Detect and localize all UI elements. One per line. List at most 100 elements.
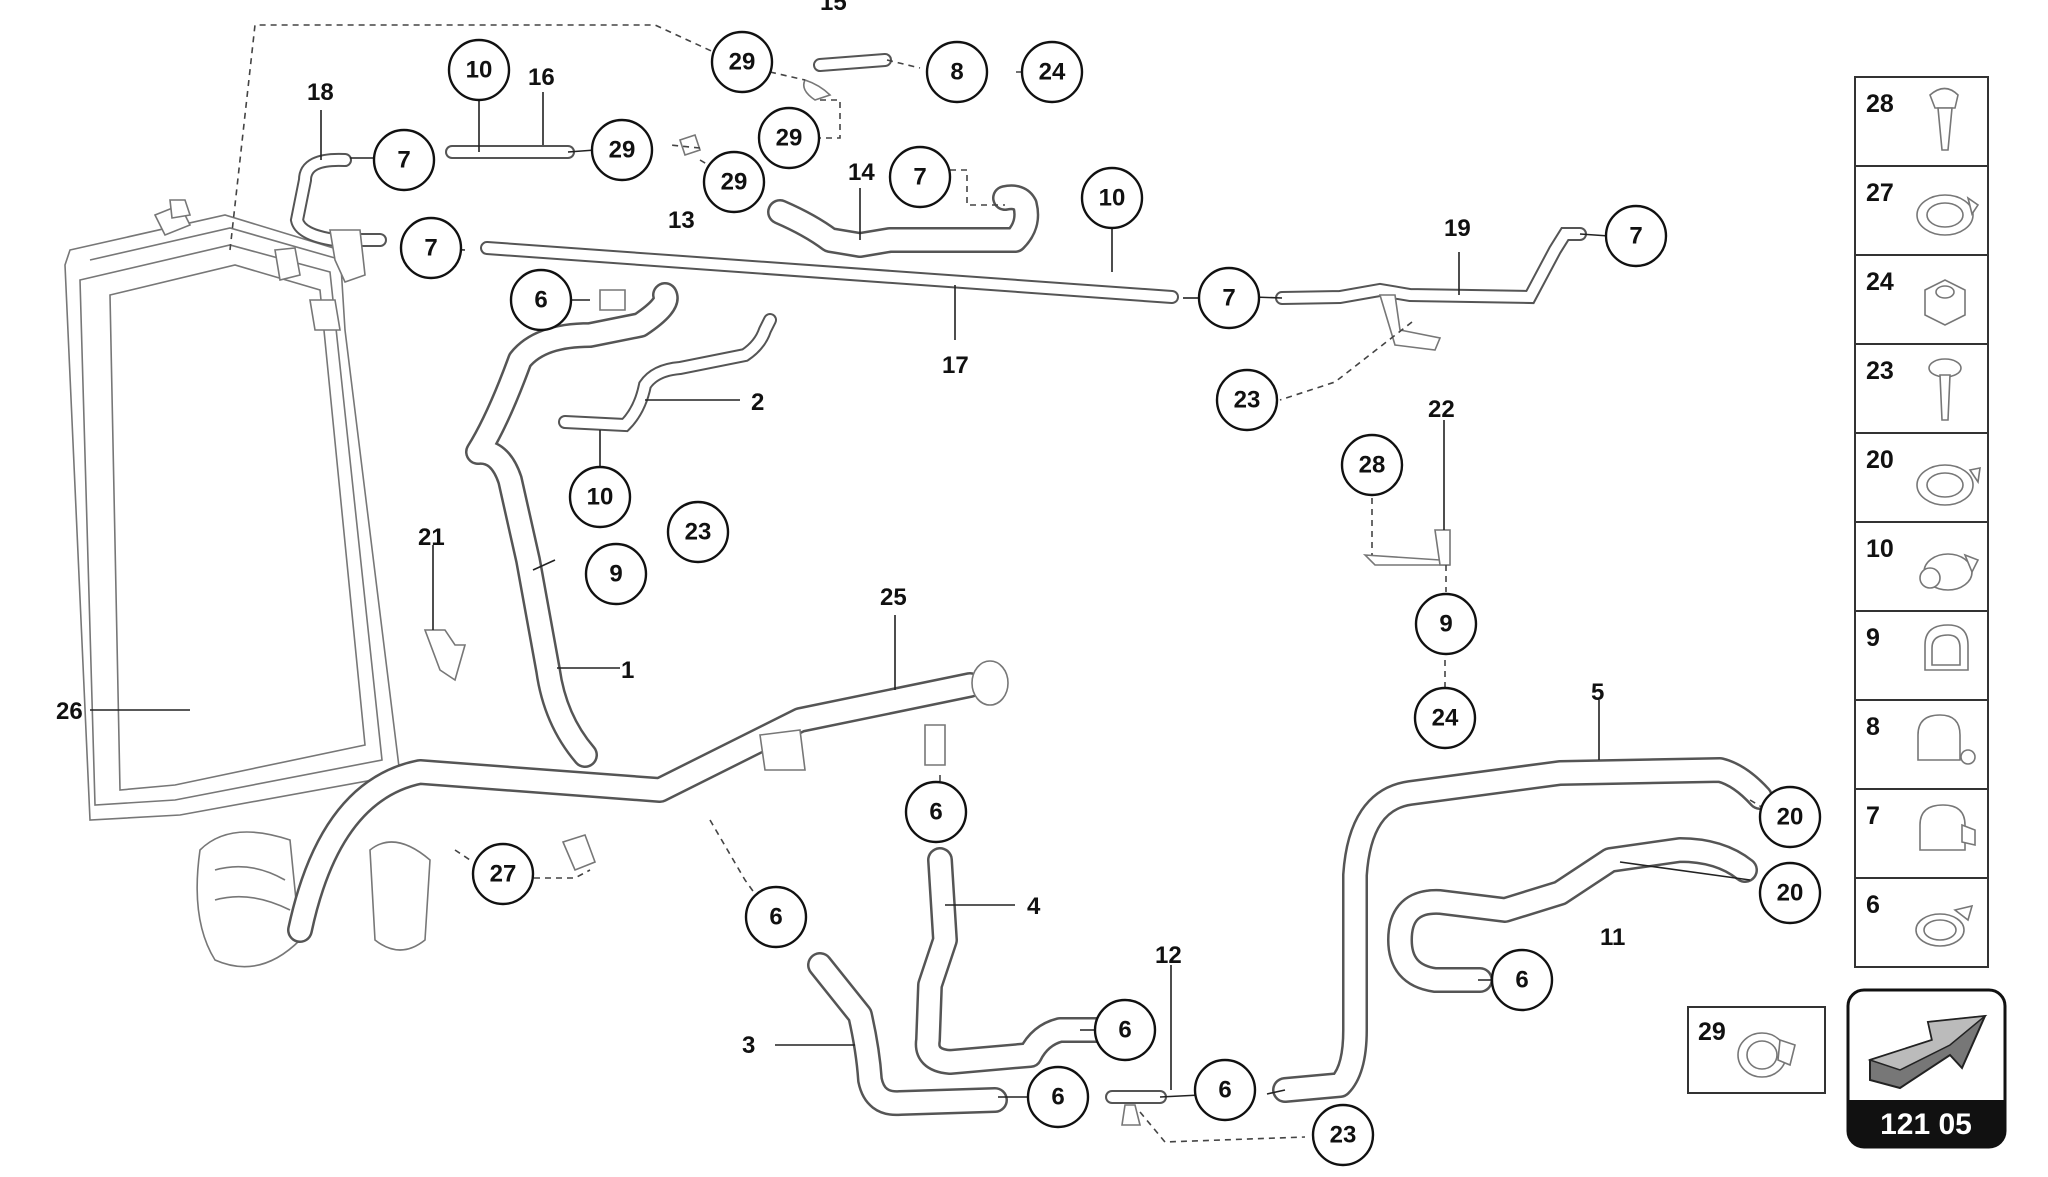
callout-20-a[interactable]: 20 xyxy=(1758,785,1822,849)
svg-text:6: 6 xyxy=(769,904,782,931)
radiator xyxy=(64,199,431,968)
hose-1 xyxy=(465,282,679,768)
svg-text:10: 10 xyxy=(1099,185,1126,212)
callout-29-top[interactable]: 29 xyxy=(710,30,774,94)
clamp-15 xyxy=(802,53,892,101)
callout-6-d[interactable]: 6 xyxy=(1490,948,1554,1012)
legend-item-20[interactable]: 20 xyxy=(1854,432,1989,523)
svg-text:10: 10 xyxy=(1866,535,1894,563)
svg-text:29: 29 xyxy=(1698,1018,1726,1046)
legend-item-23[interactable]: 23 xyxy=(1854,343,1989,434)
hose-14 xyxy=(767,184,1040,258)
callout-23-b[interactable]: 23 xyxy=(666,500,730,564)
callout-7-c[interactable]: 7 xyxy=(399,216,463,280)
callout-29-c[interactable]: 29 xyxy=(757,106,821,170)
label-11: 11 xyxy=(1600,924,1625,951)
callout-8[interactable]: 8 xyxy=(925,40,989,104)
label-13: 13 xyxy=(668,207,695,234)
page-nav-badge[interactable]: 121 05 xyxy=(1846,988,2007,1149)
callout-9-b[interactable]: 9 xyxy=(1414,592,1478,656)
hose-5 xyxy=(1272,757,1773,1103)
legend: 28 27 24 23 20 xyxy=(1687,76,1989,1094)
svg-text:6: 6 xyxy=(1218,1077,1231,1104)
callout-6-c[interactable]: 6 xyxy=(744,885,808,949)
hose-25 xyxy=(287,660,1009,943)
label-5: 5 xyxy=(1591,679,1604,706)
label-14: 14 xyxy=(848,159,875,186)
pipe-17 xyxy=(480,241,1179,304)
label-12: 12 xyxy=(1155,942,1182,969)
svg-text:6: 6 xyxy=(1051,1084,1064,1111)
svg-text:29: 29 xyxy=(609,137,636,164)
svg-text:6: 6 xyxy=(1866,891,1880,919)
svg-text:6: 6 xyxy=(929,799,942,826)
label-19: 19 xyxy=(1444,215,1471,242)
legend-item-7[interactable]: 7 xyxy=(1854,788,1989,879)
label-22: 22 xyxy=(1428,396,1455,423)
svg-text:7: 7 xyxy=(1222,285,1235,312)
label-1: 1 xyxy=(621,657,634,684)
callout-29-b[interactable]: 29 xyxy=(590,118,654,182)
svg-text:7: 7 xyxy=(424,235,437,262)
svg-text:24: 24 xyxy=(1432,705,1459,732)
svg-text:7: 7 xyxy=(913,164,926,191)
callout-23-c[interactable]: 23 xyxy=(1311,1103,1375,1167)
svg-text:8: 8 xyxy=(1866,713,1880,741)
page-code-band xyxy=(1848,1100,2005,1147)
callout-24-top[interactable]: 24 xyxy=(1020,40,1084,104)
callout-7-a[interactable]: 7 xyxy=(372,128,436,192)
callout-10-top[interactable]: 10 xyxy=(447,38,511,102)
part-labels: 15 16 18 13 14 17 19 2 22 21 1 25 26 5 4… xyxy=(56,0,1625,1059)
bracket-21 xyxy=(423,629,467,682)
callout-9-a[interactable]: 9 xyxy=(584,542,648,606)
legend-item-27[interactable]: 27 xyxy=(1854,165,1989,256)
callout-28[interactable]: 28 xyxy=(1340,433,1404,497)
svg-text:29: 29 xyxy=(729,49,756,76)
svg-text:23: 23 xyxy=(1330,1122,1357,1149)
hose-2 xyxy=(558,313,777,433)
legend-item-28[interactable]: 28 xyxy=(1854,76,1989,167)
callout-7-b[interactable]: 7 xyxy=(888,145,952,209)
callout-6-b[interactable]: 6 xyxy=(904,780,968,844)
svg-text:23: 23 xyxy=(1234,387,1261,414)
clamp-27 xyxy=(561,834,597,872)
svg-text:10: 10 xyxy=(587,484,614,511)
pipe-18 xyxy=(289,152,387,283)
svg-text:9: 9 xyxy=(1439,611,1452,638)
legend-item-6[interactable]: 6 xyxy=(1854,877,1989,968)
callout-7-d[interactable]: 7 xyxy=(1197,266,1261,330)
callout-6-g[interactable]: 6 xyxy=(1193,1058,1257,1122)
callout-20-b[interactable]: 20 xyxy=(1758,861,1822,925)
hose-4 xyxy=(914,847,1123,1075)
callout-10-b[interactable]: 10 xyxy=(1080,166,1144,230)
callout-6-f[interactable]: 6 xyxy=(1026,1065,1090,1129)
hose-3 xyxy=(807,952,1008,1117)
legend-item-24[interactable]: 24 xyxy=(1854,254,1989,345)
legend-item-9[interactable]: 9 xyxy=(1854,610,1989,701)
svg-text:6: 6 xyxy=(1118,1017,1131,1044)
callout-23-a[interactable]: 23 xyxy=(1215,368,1279,432)
label-3: 3 xyxy=(742,1032,755,1059)
callout-27[interactable]: 27 xyxy=(471,842,535,906)
pipe-19 xyxy=(1275,227,1587,351)
svg-text:7: 7 xyxy=(1866,802,1880,830)
callout-6-e[interactable]: 6 xyxy=(1093,998,1157,1062)
svg-text:27: 27 xyxy=(490,861,517,888)
label-4: 4 xyxy=(1027,893,1041,920)
callout-7-e[interactable]: 7 xyxy=(1604,204,1668,268)
callout-29-d[interactable]: 29 xyxy=(702,150,766,214)
legend-item-8[interactable]: 8 xyxy=(1854,699,1989,790)
legend-item-29[interactable]: 29 xyxy=(1687,1006,1826,1094)
legend-item-10[interactable]: 10 xyxy=(1854,521,1989,612)
callout-24-b[interactable]: 24 xyxy=(1413,686,1477,750)
callout-6-a[interactable]: 6 xyxy=(509,268,573,332)
svg-text:24: 24 xyxy=(1866,268,1894,296)
svg-text:6: 6 xyxy=(1515,967,1528,994)
svg-text:20: 20 xyxy=(1866,446,1894,474)
callout-10-c[interactable]: 10 xyxy=(568,465,632,529)
connector-12 xyxy=(1105,1090,1167,1126)
svg-text:8: 8 xyxy=(950,59,963,86)
page-code: 121 05 xyxy=(1880,1108,1972,1141)
clamp-13 xyxy=(678,133,702,157)
